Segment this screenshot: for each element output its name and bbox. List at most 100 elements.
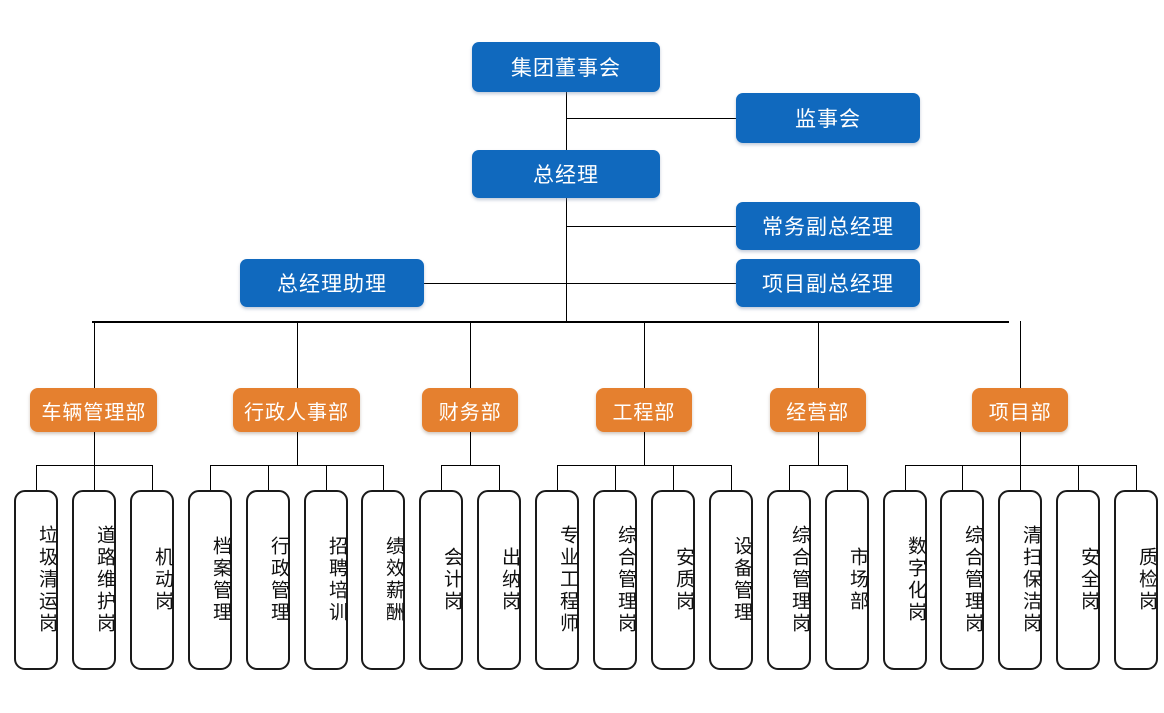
node-position-label: 绩效薪酬 [383,536,404,624]
node-position[interactable]: 清扫保洁岗 [998,490,1042,670]
node-position-label: 安全岗 [1078,547,1099,613]
node-department-label: 项目部 [988,401,1052,424]
connector-department-4-stem [818,432,819,465]
node-position-label: 出纳岗 [499,547,520,613]
connector-subbus-to-leaf [905,465,906,490]
node-position-label: 质检岗 [1136,547,1157,613]
node-department-1[interactable]: 行政人事部 [233,388,361,432]
node-position[interactable]: 行政管理 [246,490,290,670]
node-position-label: 综合管理岗 [789,525,810,635]
connector-bus-to-department-5 [1020,321,1021,388]
connector-bus-to-department-4 [818,321,819,388]
node-position-label: 数字化岗 [905,536,926,624]
connector-subbus-to-leaf [615,465,616,490]
connector-department-5-subbus [905,465,1137,466]
node-position[interactable]: 出纳岗 [477,490,521,670]
connector-bus-to-department-2 [470,321,471,388]
node-position[interactable]: 道路维护岗 [72,490,116,670]
connector-bus-to-department-1 [297,321,298,388]
connector-subbus-to-leaf [789,465,790,490]
node-position[interactable]: 档案管理 [188,490,232,670]
node-project-deputy-gm-label: 项目副总经理 [762,273,894,296]
node-position-label: 市场部 [847,547,868,613]
connector-bus-to-department-3 [644,321,645,388]
node-board[interactable]: 集团董事会 [472,42,660,92]
connector-subbus-to-leaf [268,465,269,490]
node-position-label: 综合管理岗 [962,525,983,635]
node-position[interactable]: 专业工程师 [535,490,579,670]
connector-gm-spine [566,198,567,322]
connector-subbus-to-leaf [1136,465,1137,490]
connector-board-to-gm [566,92,567,152]
connector-department-2-stem [470,432,471,465]
connector-subbus-to-leaf [847,465,848,490]
node-department-label: 工程部 [612,401,676,424]
node-position-label: 会计岗 [441,547,462,613]
node-position[interactable]: 垃圾清运岗 [14,490,58,670]
node-department-label: 车辆管理部 [41,401,147,424]
connector-department-0-stem [94,432,95,465]
node-position[interactable]: 市场部 [825,490,869,670]
node-general-manager[interactable]: 总经理 [472,150,660,198]
node-position[interactable]: 质检岗 [1114,490,1158,670]
node-executive-deputy-gm-label: 常务副总经理 [762,216,894,239]
connector-gm-to-exec-deputy [566,226,736,227]
node-position-label: 行政管理 [268,536,289,624]
connector-subbus-to-leaf [94,465,95,490]
node-position-label: 道路维护岗 [94,525,115,635]
connector-subbus-to-leaf [383,465,384,490]
node-position-label: 垃圾清运岗 [36,525,57,635]
connector-department-3-stem [644,432,645,465]
node-position[interactable]: 招聘培训 [304,490,348,670]
node-position[interactable]: 安质岗 [651,490,695,670]
node-board-label: 集团董事会 [511,57,621,80]
node-position[interactable]: 机动岗 [130,490,174,670]
connector-subbus-to-leaf [210,465,211,490]
node-general-manager-label: 总经理 [533,164,599,187]
connector-subbus-to-leaf [557,465,558,490]
node-position-label: 专业工程师 [557,525,578,635]
node-department-0[interactable]: 车辆管理部 [30,388,158,432]
node-department-3[interactable]: 工程部 [595,388,692,432]
node-gm-assistant[interactable]: 总经理助理 [240,259,424,307]
node-position-label: 档案管理 [210,536,231,624]
node-position[interactable]: 设备管理 [709,490,753,670]
node-position-label: 清扫保洁岗 [1020,525,1041,635]
node-position[interactable]: 综合管理岗 [940,490,984,670]
connector-department-2-subbus [441,465,499,466]
connector-subbus-to-leaf [673,465,674,490]
node-position[interactable]: 安全岗 [1056,490,1100,670]
connector-subbus-to-leaf [441,465,442,490]
connector-subbus-to-leaf [1020,465,1021,490]
connector-subbus-to-leaf [499,465,500,490]
node-position-label: 综合管理岗 [615,525,636,635]
node-position-label: 机动岗 [152,547,173,613]
connector-gm-to-project-deputy [566,283,736,284]
connector-gm-to-assistant [424,283,566,284]
node-position-label: 安质岗 [673,547,694,613]
node-department-2[interactable]: 财务部 [422,388,519,432]
connector-department-3-subbus [557,465,731,466]
connector-department-1-stem [297,432,298,465]
node-position[interactable]: 综合管理岗 [767,490,811,670]
connector-department-4-subbus [789,465,847,466]
node-position[interactable]: 会计岗 [419,490,463,670]
connector-bus-to-department-0 [94,321,95,388]
node-department-5[interactable]: 项目部 [972,388,1069,432]
node-supervisory-board[interactable]: 监事会 [736,93,920,143]
connector-subbus-to-leaf [962,465,963,490]
connector-subbus-to-leaf [731,465,732,490]
connector-department-bus [92,321,1009,323]
node-project-deputy-gm[interactable]: 项目副总经理 [736,259,920,307]
node-position[interactable]: 综合管理岗 [593,490,637,670]
node-gm-assistant-label: 总经理助理 [277,273,387,296]
node-position[interactable]: 绩效薪酬 [361,490,405,670]
connector-subbus-to-leaf [326,465,327,490]
connector-gm-spine-to-supervisory [566,118,736,119]
node-position[interactable]: 数字化岗 [883,490,927,670]
connector-subbus-to-leaf [152,465,153,490]
node-department-label: 行政人事部 [244,401,350,424]
node-executive-deputy-gm[interactable]: 常务副总经理 [736,202,920,250]
node-department-4[interactable]: 经营部 [769,388,866,432]
node-supervisory-board-label: 监事会 [795,108,861,131]
